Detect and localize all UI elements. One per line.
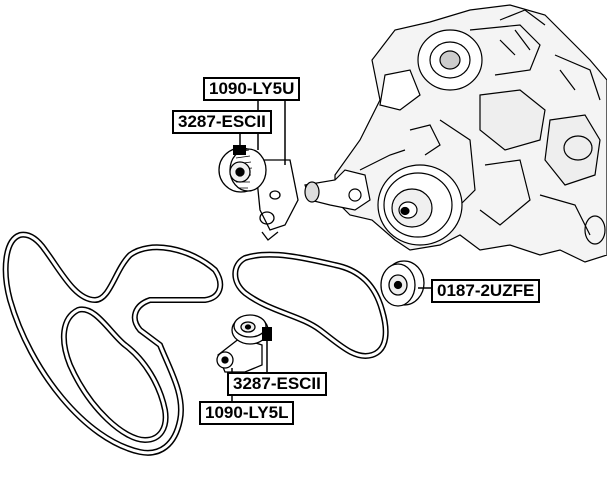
part-label-0187-2uzfe: 0187-2UZFE (431, 279, 541, 303)
engine-illustration (334, 4, 607, 263)
part-label-3287-escii-top: 3287-ESCII (172, 110, 272, 134)
water-pump-illustration (304, 169, 371, 211)
part-label-3287-escii-bottom: 3287-ESCII (227, 372, 327, 396)
idler-pulley-right-illustration (380, 260, 425, 307)
damper-pulley-illustration (377, 164, 463, 246)
idler-pulley-top-illustration (218, 147, 267, 193)
part-label-1090-ly5u: 1090-LY5U (203, 77, 301, 101)
serpentine-belt-large-inner (60, 306, 169, 444)
idler-pulley-bottom-illustration (231, 314, 269, 345)
tensioner-bottom-marker (262, 327, 272, 341)
part-label-1090-ly5l: 1090-LY5L (199, 401, 295, 425)
tensioner-bottom-illustration (216, 337, 263, 387)
serpentine-belt-small (232, 251, 389, 359)
serpentine-belt-large (2, 231, 224, 456)
tensioner-top-marker (233, 145, 246, 155)
tensioner-top-illustration (254, 159, 299, 241)
